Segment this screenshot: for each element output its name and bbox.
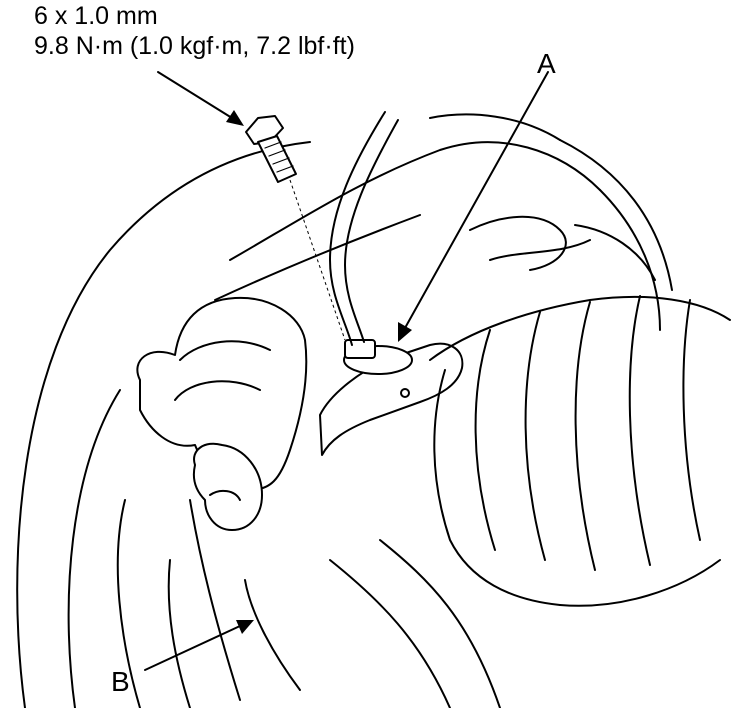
callout-a-arrow: [398, 71, 549, 342]
sensor-wire: [329, 111, 399, 346]
bolt-size-label: 6 x 1.0 mm: [34, 2, 158, 30]
callout-b-arrow: [144, 620, 254, 671]
lower-arm: [329, 539, 501, 708]
steering-knuckle: [136, 296, 308, 701]
bolt: [245, 115, 297, 183]
upper-arm: [214, 113, 673, 331]
torque-leader-arrow: [157, 71, 244, 126]
torque-spec-label: 9.8 N·m (1.0 kgf·m, 7.2 lbf·ft): [34, 32, 355, 60]
bolt-alignment-line: [289, 179, 346, 341]
callout-b-label: B: [111, 666, 130, 697]
sensor-bracket: [319, 339, 464, 456]
callout-a-label: A: [537, 48, 556, 79]
drive-shaft-boot: [429, 295, 731, 607]
brake-disc-outline: [16, 141, 311, 708]
